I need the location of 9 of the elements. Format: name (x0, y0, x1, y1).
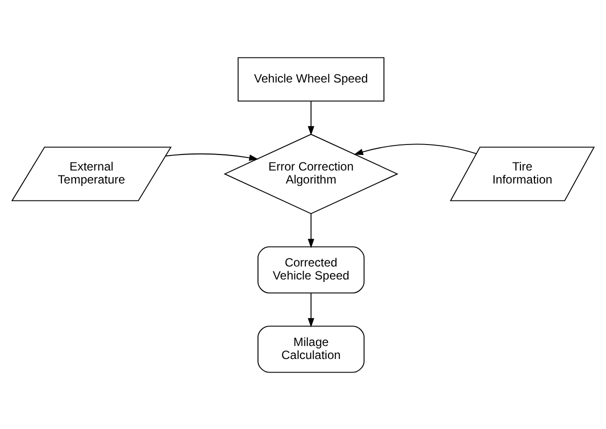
node-box: Vehicle Wheel Speed (238, 56, 384, 102)
arrow (354, 143, 477, 155)
arrow (308, 100, 314, 135)
node-diamond: Error Correction Algorithm (224, 133, 398, 214)
node-box: Corrected Vehicle Speed (258, 246, 365, 293)
arrow (308, 212, 314, 248)
arrow (165, 152, 258, 160)
arrow (308, 292, 314, 327)
node-box: Milage Calculation (258, 325, 365, 372)
